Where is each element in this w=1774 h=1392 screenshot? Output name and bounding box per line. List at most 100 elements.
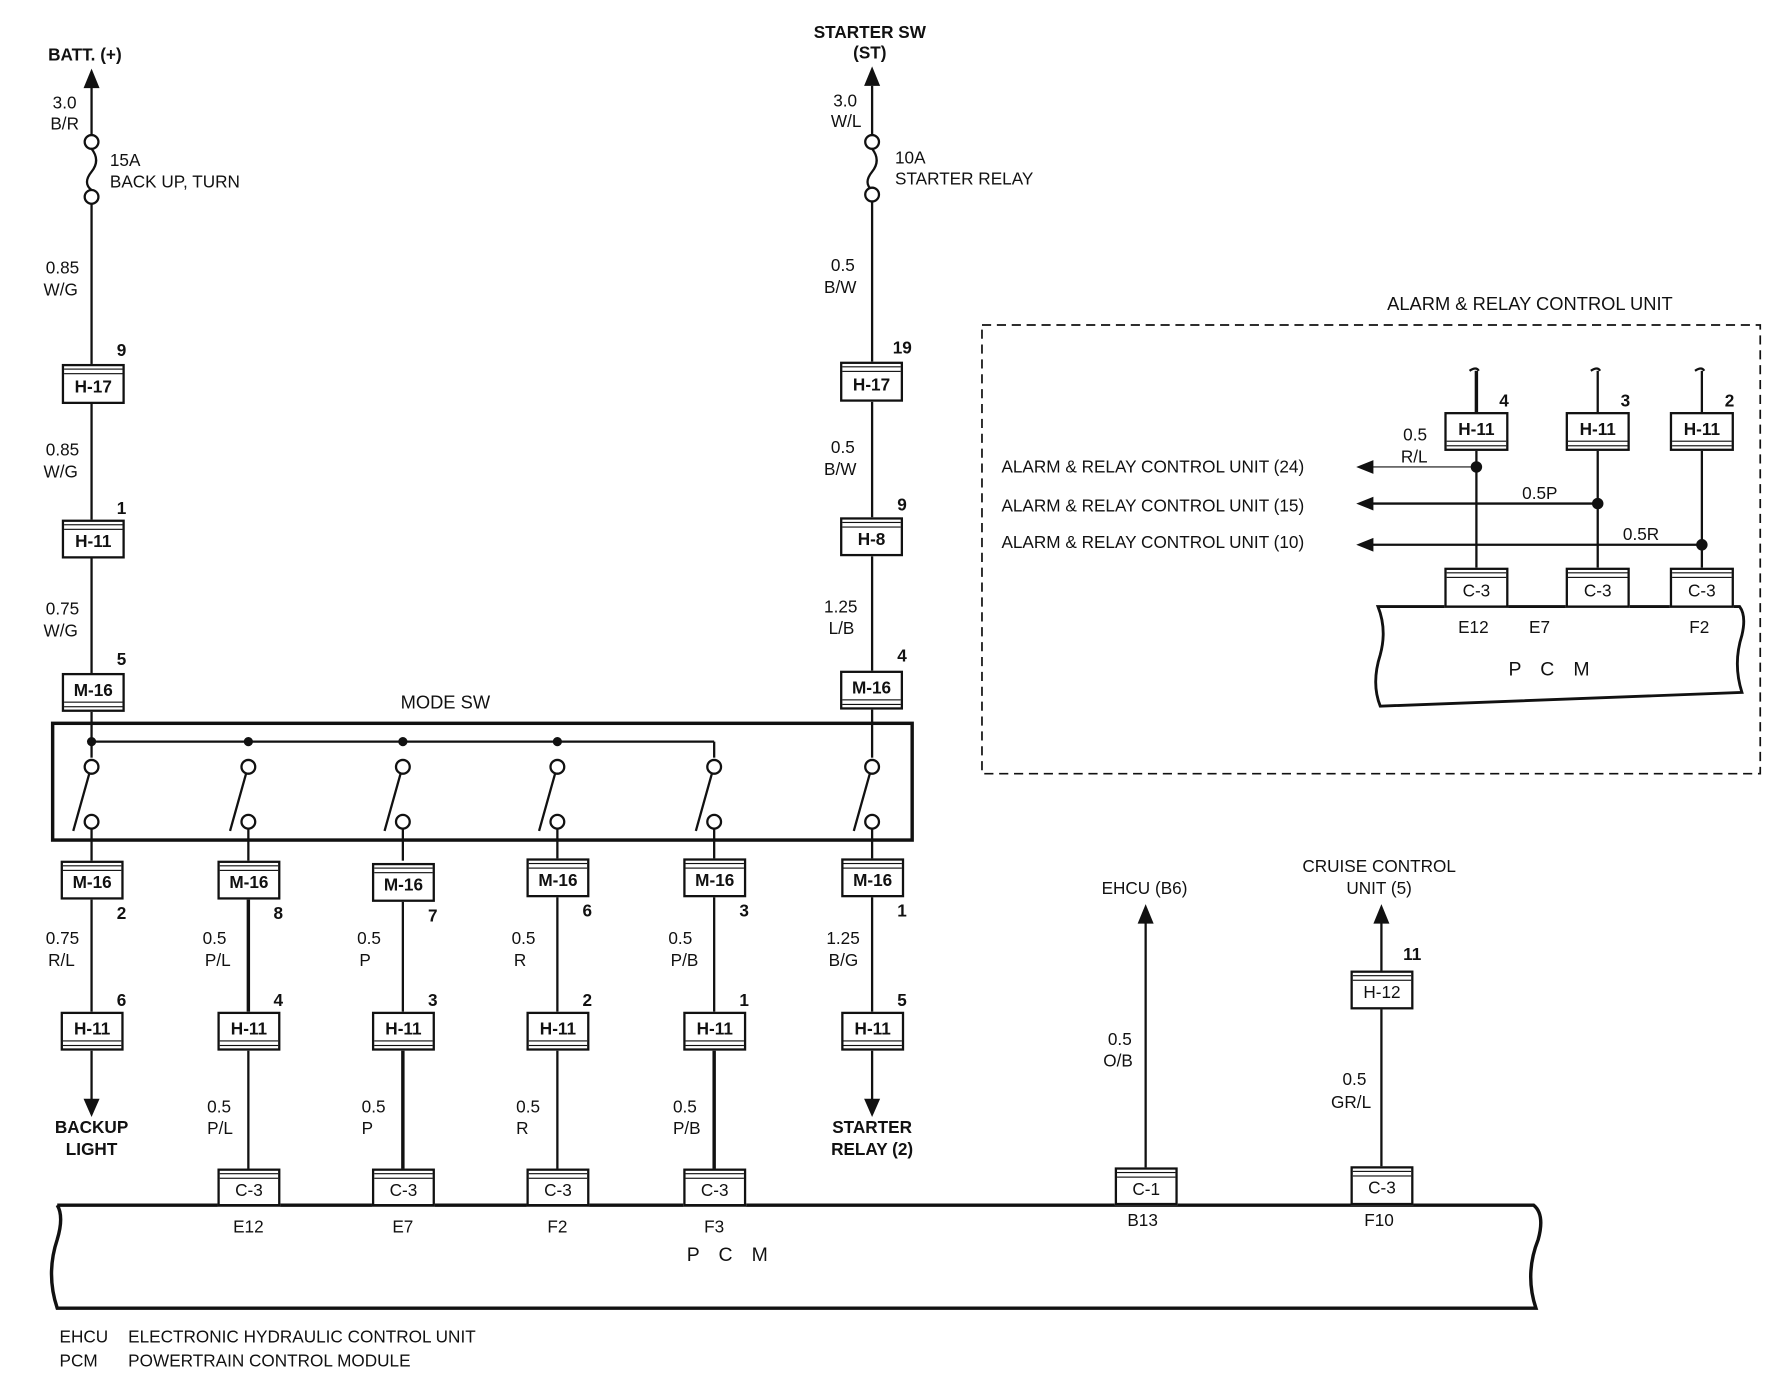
- ehcu-label: EHCU (B6): [1101, 878, 1188, 899]
- connector-m16: M-16: [60, 860, 124, 900]
- pcm-pin: F10: [1364, 1210, 1394, 1231]
- destination-label: BACKUP: [54, 1118, 129, 1138]
- pcm-pin: B13: [1127, 1210, 1158, 1231]
- pcm-pin: E12: [1458, 618, 1489, 638]
- arrow-up-icon: [1373, 904, 1390, 924]
- switch-contact-icon: [383, 758, 411, 861]
- arrow-left-icon: [1356, 537, 1374, 552]
- starter-sw-label-2: (ST): [853, 43, 887, 63]
- wire-color: P: [359, 951, 371, 971]
- wire-size: 0.5: [207, 1097, 232, 1118]
- connector-m16: M-16: [217, 860, 281, 900]
- connector-m16: M-16: [61, 672, 125, 712]
- wire-color: R: [516, 1119, 529, 1139]
- connector-m16: M-16: [840, 670, 904, 710]
- arrow-up-icon: [864, 66, 881, 86]
- wire-color: L/B: [828, 619, 855, 639]
- pcm-label: P C M: [686, 1244, 768, 1266]
- legend-abbr: EHCU: [59, 1327, 109, 1348]
- connector-h11: H-11: [526, 1011, 590, 1051]
- wire-label: 0.5P: [1522, 484, 1558, 504]
- wire-size: 0.85: [45, 440, 80, 461]
- connector-m16: M-16: [526, 858, 590, 898]
- pin-number: 11: [1403, 945, 1422, 965]
- alarm-line-label: ALARM & RELAY CONTROL UNIT (15): [1001, 496, 1305, 517]
- wire-color: B/W: [824, 278, 857, 298]
- wire-color: B/G: [828, 951, 859, 971]
- connector-h11: H-11: [217, 1011, 281, 1051]
- junction-dot: [1696, 539, 1708, 551]
- wire-size: 0.5: [668, 929, 693, 949]
- arrow-left-icon: [1356, 460, 1374, 474]
- connector-h11: H-11: [841, 1011, 905, 1051]
- connector-h8: H-8: [840, 517, 904, 557]
- cruise-label-2: UNIT (5): [1346, 878, 1412, 899]
- pin-number: 6: [116, 991, 127, 1011]
- connector-c3: C-3: [683, 1168, 747, 1207]
- pin-number: 7: [428, 906, 438, 926]
- pin-number: 2: [1724, 391, 1735, 411]
- wire-color: P/L: [204, 951, 231, 971]
- connector-c3: C-3: [371, 1168, 435, 1207]
- switch-contact-icon: [537, 758, 566, 861]
- wire-size: 0.5: [1342, 1070, 1367, 1090]
- pin-number: 9: [897, 495, 907, 516]
- wire-size: 0.5: [361, 1097, 386, 1118]
- connector-h11: H-11: [371, 1011, 435, 1051]
- connector-h11: H-11: [683, 1011, 747, 1051]
- destination-label: STARTER: [832, 1118, 913, 1138]
- wire-size: 0.5: [830, 438, 855, 458]
- wire-color: O/B: [1103, 1051, 1133, 1072]
- connector-c1: C-1: [1114, 1167, 1178, 1206]
- wire-size: 3.0: [52, 93, 77, 114]
- pin-number: 3: [739, 901, 749, 922]
- pin-number: 5: [897, 991, 907, 1011]
- wire-size: 0.5: [357, 929, 381, 949]
- pin-number: 1: [897, 901, 907, 922]
- pin-number: 5: [116, 650, 127, 670]
- alarm-line-label: ALARM & RELAY CONTROL UNIT (24): [1001, 457, 1305, 478]
- wire-color: R/L: [48, 951, 75, 971]
- junction-dot: [1591, 497, 1604, 510]
- fuse-name: BACK UP, TURN: [109, 172, 240, 193]
- arrow-up-icon: [83, 68, 100, 89]
- pcm-pin: F3: [704, 1217, 725, 1238]
- cruise-label-1: CRUISE CONTROL: [1302, 857, 1456, 877]
- connector-c3: C-3: [1669, 567, 1734, 608]
- wire-size: 0.5: [202, 929, 227, 949]
- wire-size: 1.25: [824, 597, 858, 617]
- pin-number: 2: [582, 991, 593, 1011]
- fuse-rating: 10A: [894, 148, 926, 169]
- connector-m16: M-16: [683, 858, 747, 898]
- inset-title: ALARM & RELAY CONTROL UNIT: [1387, 295, 1673, 315]
- connector-c3: C-3: [526, 1168, 590, 1207]
- pcm-pin: E7: [1529, 618, 1551, 638]
- connector-m16: M-16: [841, 858, 905, 898]
- wire-color: R: [513, 951, 527, 971]
- legend-text: ELECTRONIC HYDRAULIC CONTROL UNIT: [128, 1327, 476, 1348]
- legend-abbr: PCM: [59, 1351, 98, 1372]
- wire-label: 0.5R: [1622, 525, 1660, 545]
- wire-size: 0.5: [1403, 425, 1428, 446]
- pin-number: 4: [1499, 391, 1509, 411]
- destination-label: RELAY (2): [831, 1139, 914, 1160]
- wire-color: B/W: [824, 460, 857, 480]
- switch-contact-icon: [852, 758, 881, 861]
- wire-size: 0.75: [45, 599, 80, 620]
- pin-number: 3: [1620, 391, 1631, 411]
- pin-number: 1: [116, 499, 127, 519]
- wire-color: R/L: [1400, 447, 1428, 467]
- wire-color: P: [361, 1119, 374, 1139]
- pcm-pin: F2: [547, 1217, 568, 1238]
- fuse-name: STARTER RELAY: [894, 169, 1034, 189]
- wire-color: P/B: [672, 1119, 701, 1139]
- pin-number: 8: [273, 904, 284, 924]
- pin-number: 6: [582, 901, 593, 922]
- pin-number: 19: [892, 338, 912, 359]
- connector-h17: H-17: [61, 363, 125, 405]
- starter-sw-label-1: STARTER SW: [813, 22, 926, 43]
- arrow-down-icon: [83, 1098, 100, 1118]
- wire-color: W/G: [43, 462, 78, 482]
